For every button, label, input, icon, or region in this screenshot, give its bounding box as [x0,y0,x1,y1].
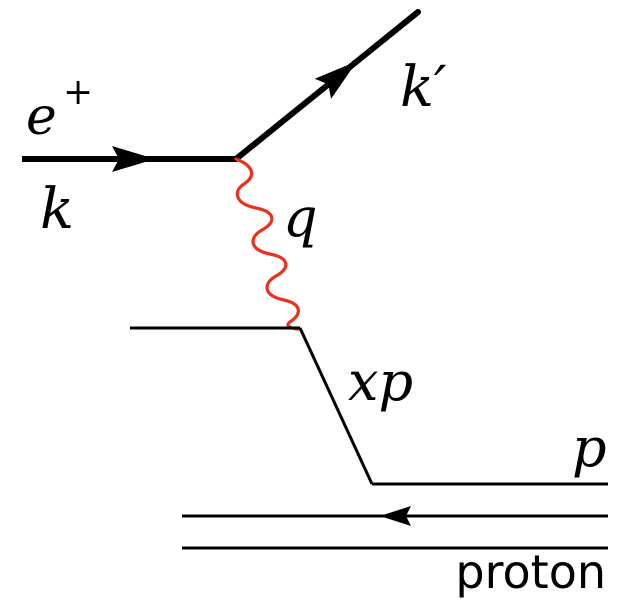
label-proton-name: proton [455,545,606,599]
proton-arrow-icon [380,506,411,526]
label-incoming-momentum: k [40,177,74,242]
incoming-arrow-icon [112,146,155,172]
label-outgoing-momentum: k′ [400,55,447,120]
virtual-photon-line [234,157,302,331]
label-positron-charge: + [63,72,93,113]
label-parton-momentum: xp [348,350,413,413]
label-proton-momentum: p [572,416,607,479]
label-photon-momentum: q [283,186,318,249]
outgoing-positron-line [233,9,421,162]
outgoing-arrow-icon [314,61,358,99]
parton-line [298,327,374,485]
label-positron: e [26,87,57,147]
